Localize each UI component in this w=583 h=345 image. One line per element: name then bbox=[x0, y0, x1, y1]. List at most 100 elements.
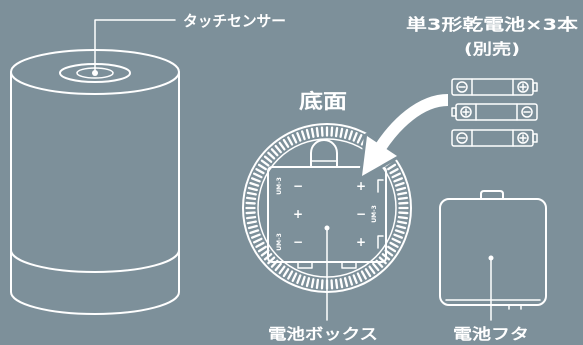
bottom-view-label: 底面 bbox=[299, 89, 347, 113]
battery-box-tab-right bbox=[341, 261, 357, 269]
minus-terminal-icon bbox=[521, 106, 533, 118]
battery-box-label: 電池ボックス bbox=[268, 325, 378, 343]
battery-nub bbox=[451, 107, 457, 117]
knurl-tick bbox=[300, 275, 306, 286]
battery-1 bbox=[451, 78, 538, 96]
knurl-tick bbox=[305, 277, 311, 288]
knurl-tick bbox=[246, 191, 257, 196]
knurl-tick bbox=[278, 141, 286, 151]
battery-box-terminal-top bbox=[377, 179, 384, 193]
lamp-side-outline bbox=[10, 71, 180, 315]
knurl-tick bbox=[310, 278, 315, 289]
knurl-tick bbox=[260, 159, 270, 167]
minus-terminal-icon bbox=[456, 132, 468, 144]
touch-sensor-leader-line bbox=[94, 19, 176, 74]
knurl-tick bbox=[282, 268, 290, 278]
knurl-tick bbox=[330, 279, 334, 290]
touch-sensor-label: タッチセンサー bbox=[183, 12, 286, 30]
battery-box-tab-left bbox=[297, 261, 313, 269]
knurl-tick bbox=[300, 130, 306, 141]
knurl-tick bbox=[352, 274, 358, 285]
knurl-tick bbox=[253, 172, 263, 179]
polarity-sign: + bbox=[356, 179, 366, 193]
battery-cover bbox=[439, 190, 547, 310]
knurl-tick bbox=[282, 138, 290, 148]
knurl-tick bbox=[391, 237, 401, 244]
knurl-tick bbox=[278, 265, 286, 275]
knurl-tick bbox=[396, 186, 407, 192]
knurl-tick bbox=[255, 168, 265, 175]
knurl-tick bbox=[257, 163, 267, 171]
knurl-tick bbox=[398, 211, 409, 215]
plus-terminal-icon bbox=[460, 106, 472, 118]
battery-cover-tab bbox=[480, 190, 504, 200]
battery-box-marking: UM-3 bbox=[371, 205, 378, 223]
knurl-tick bbox=[389, 168, 399, 175]
knurl-tick bbox=[253, 237, 263, 244]
knurl-tick bbox=[247, 224, 258, 230]
battery-nub bbox=[532, 133, 538, 143]
arrow-head bbox=[362, 136, 397, 176]
knurl-tick bbox=[364, 268, 372, 278]
knurl-tick bbox=[343, 277, 349, 288]
arrow-shaft bbox=[374, 94, 449, 152]
knurl-tick bbox=[245, 201, 256, 205]
batteries-label: 単3形乾電池×3本 bbox=[406, 15, 578, 34]
knurl-tick bbox=[263, 155, 273, 163]
knurl-tick bbox=[397, 220, 408, 225]
plus-terminal-icon bbox=[517, 81, 529, 93]
knurl-tick bbox=[397, 215, 409, 220]
knurl-tick bbox=[274, 262, 282, 272]
knurl-tick bbox=[334, 278, 339, 290]
minus-terminal-icon bbox=[456, 81, 468, 93]
knurl-tick bbox=[291, 272, 298, 282]
plus-terminal-icon bbox=[517, 132, 529, 144]
knurl-tick bbox=[368, 265, 376, 275]
knurl-tick bbox=[387, 245, 397, 253]
knurl-tick bbox=[343, 128, 349, 139]
knurl-tick bbox=[334, 126, 339, 138]
knurl-tick bbox=[245, 215, 257, 220]
polarity-sign: + bbox=[356, 235, 366, 249]
knurl-tick bbox=[397, 191, 408, 196]
knurl-tick bbox=[389, 241, 399, 248]
battery-box-marking: UM-3 bbox=[276, 233, 283, 251]
knurl-tick bbox=[356, 272, 363, 282]
knurl-tick bbox=[330, 126, 334, 137]
knurl-tick bbox=[305, 128, 311, 139]
knurl-tick bbox=[249, 181, 260, 187]
lamp-base-band-line bbox=[10, 249, 180, 273]
knurl-tick bbox=[296, 131, 302, 142]
knurl-tick bbox=[352, 131, 358, 142]
knurl-tick bbox=[267, 151, 276, 160]
knurl-tick bbox=[394, 229, 405, 235]
battery-box-terminal-bottom bbox=[377, 235, 384, 249]
knurl-tick bbox=[396, 224, 407, 230]
battery-nub bbox=[532, 82, 538, 92]
knurl-tick bbox=[257, 245, 267, 253]
knurl-tick bbox=[250, 233, 261, 239]
knurl-tick bbox=[372, 262, 380, 272]
knurl-tick bbox=[393, 177, 404, 183]
knurl-tick bbox=[246, 220, 257, 225]
knurl-tick bbox=[249, 229, 260, 235]
knurl-tick bbox=[348, 275, 354, 286]
battery-3 bbox=[451, 129, 538, 147]
battery-cover-outline bbox=[439, 198, 547, 306]
knurl-tick bbox=[339, 278, 344, 289]
knurl-tick bbox=[274, 144, 282, 154]
sensor-dome bbox=[310, 139, 338, 168]
knurl-tick bbox=[391, 172, 401, 179]
knurl-tick bbox=[394, 181, 405, 187]
knurl-tick bbox=[245, 211, 256, 215]
knurl-tick bbox=[320, 279, 324, 290]
knurl-tick bbox=[360, 270, 367, 280]
insert-direction-arrow bbox=[359, 91, 449, 179]
knurl-tick bbox=[247, 186, 258, 192]
knurl-tick bbox=[270, 148, 279, 157]
knurl-tick bbox=[245, 196, 257, 201]
battery-2 bbox=[451, 103, 538, 121]
knurl-tick bbox=[310, 127, 315, 138]
knurl-tick bbox=[291, 134, 298, 144]
